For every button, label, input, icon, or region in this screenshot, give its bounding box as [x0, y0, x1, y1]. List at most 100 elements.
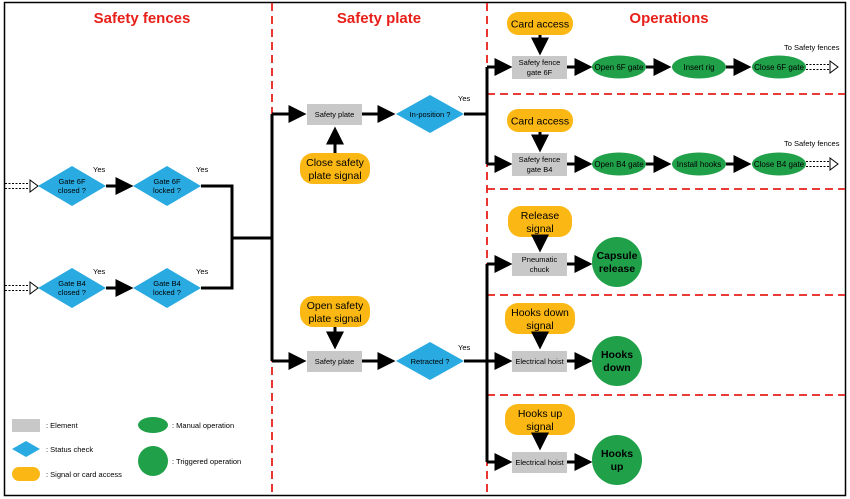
yes-label: Yes	[458, 343, 470, 352]
status-gateb4-locked: Gate B4 locked ?	[133, 268, 201, 308]
svg-text:locked ?: locked ?	[153, 186, 181, 195]
legend-element: : Element	[12, 419, 79, 432]
svg-text:: Signal or card access: : Signal or card access	[46, 470, 122, 479]
yes-label: Yes	[458, 94, 470, 103]
triggered-capsule-release: Capsule release	[592, 237, 642, 287]
svg-text:Close safety: Close safety	[306, 157, 365, 169]
signal-close-safety-plate: Close safety plate signal	[300, 153, 370, 184]
output-arrow-to-fences-b4	[806, 157, 839, 171]
status-gate6f-closed: Gate 6F closed ?	[38, 166, 106, 206]
svg-text:gate 6F: gate 6F	[527, 68, 553, 77]
manual-open-b4-gate: Open B4 gate	[592, 152, 646, 176]
element-electrical-hoist-down: Electrical hoist	[512, 351, 567, 372]
svg-text:In-position ?: In-position ?	[410, 110, 451, 119]
note-to-safety-fences: To Safety fences	[784, 139, 840, 148]
svg-text:signal: signal	[526, 421, 553, 433]
svg-text:Safety plate: Safety plate	[315, 357, 355, 366]
svg-text:chuck: chuck	[530, 265, 550, 274]
svg-text:Capsule: Capsule	[597, 250, 638, 262]
header-safety-plate: Safety plate	[337, 10, 421, 27]
manual-close-b4-gate: Close B4 gate	[752, 152, 806, 176]
header-safety-fences: Safety fences	[94, 10, 191, 27]
svg-text:Retracted ?: Retracted ?	[411, 357, 450, 366]
svg-text:plate signal: plate signal	[308, 170, 361, 182]
status-gate6f-locked: Gate 6F locked ?	[133, 166, 201, 206]
svg-text:Card access: Card access	[511, 19, 569, 31]
signal-card-access-b4: Card access	[507, 109, 573, 132]
svg-text:closed ?: closed ?	[58, 186, 86, 195]
svg-text:Hooks: Hooks	[601, 448, 633, 460]
svg-text:Gate 6F: Gate 6F	[153, 177, 181, 186]
header-operations: Operations	[629, 10, 708, 27]
legend-status-check: : Status check	[12, 441, 93, 457]
svg-text:Close 6F gate: Close 6F gate	[754, 63, 804, 72]
svg-text:plate signal: plate signal	[308, 313, 361, 325]
svg-text:Card access: Card access	[511, 116, 569, 128]
fence-input-arrow-6f	[5, 179, 39, 193]
yes-label: Yes	[93, 165, 105, 174]
svg-text:Release: Release	[521, 210, 560, 222]
svg-text:closed ?: closed ?	[58, 288, 86, 297]
svg-text:: Triggered operation: : Triggered operation	[172, 457, 241, 466]
fence-input-arrow-b4	[5, 281, 39, 295]
svg-text:gate B4: gate B4	[527, 165, 553, 174]
status-in-position: In-position ?	[396, 95, 464, 133]
signal-hooks-up: Hooks up signal	[505, 404, 575, 435]
svg-text:Safety plate: Safety plate	[315, 110, 355, 119]
manual-install-hooks: Install hooks	[672, 152, 726, 176]
svg-text:Hooks down: Hooks down	[511, 307, 569, 319]
status-retracted: Retracted ?	[396, 342, 464, 380]
svg-text:Open safety: Open safety	[307, 300, 364, 312]
svg-text:Safety fence: Safety fence	[519, 155, 561, 164]
svg-text:Open B4 gate: Open B4 gate	[594, 160, 644, 169]
svg-text:Insert rig: Insert rig	[683, 63, 714, 72]
svg-text:signal: signal	[526, 223, 553, 235]
element-safety-plate-upper: Safety plate	[307, 104, 362, 125]
signal-card-access-6f: Card access	[507, 12, 573, 35]
legend-signal: : Signal or card access	[12, 467, 122, 481]
note-to-safety-fences: To Safety fences	[784, 43, 840, 52]
svg-text:Hooks up: Hooks up	[518, 408, 563, 420]
svg-text:release: release	[599, 263, 635, 275]
svg-text:Gate B4: Gate B4	[153, 279, 181, 288]
yes-label: Yes	[196, 165, 208, 174]
svg-text:Pneumatic: Pneumatic	[522, 255, 558, 264]
svg-text:: Status check: : Status check	[46, 445, 93, 454]
element-safety-fence-gate-b4: Safety fence gate B4	[512, 153, 567, 176]
svg-text:up: up	[611, 461, 624, 473]
triggered-hooks-down: Hooks down	[592, 336, 642, 386]
status-gateb4-closed: Gate B4 closed ?	[38, 268, 106, 308]
manual-insert-rig: Insert rig	[672, 55, 726, 79]
signal-open-safety-plate: Open safety plate signal	[300, 296, 370, 327]
signal-release: Release signal	[508, 206, 572, 237]
output-arrow-to-fences-6f	[806, 60, 839, 74]
svg-text:Electrical hoist: Electrical hoist	[515, 357, 564, 366]
svg-text:: Element: : Element	[46, 421, 79, 430]
svg-text:Install hooks: Install hooks	[677, 160, 721, 169]
manual-close-6f-gate: Close 6F gate	[752, 55, 806, 79]
svg-text:signal: signal	[526, 320, 553, 332]
signal-hooks-down: Hooks down signal	[505, 303, 575, 334]
yes-label: Yes	[93, 267, 105, 276]
svg-text:Close B4 gate: Close B4 gate	[754, 160, 805, 169]
triggered-hooks-up: Hooks up	[592, 435, 642, 485]
element-electrical-hoist-up: Electrical hoist	[512, 452, 567, 473]
svg-text:down: down	[603, 362, 630, 374]
manual-open-6f-gate: Open 6F gate	[592, 55, 646, 79]
svg-text:Gate B4: Gate B4	[58, 279, 86, 288]
svg-text:Hooks: Hooks	[601, 349, 633, 361]
svg-text:locked ?: locked ?	[153, 288, 181, 297]
svg-text:Open 6F gate: Open 6F gate	[595, 63, 644, 72]
outer-frame	[3, 1, 847, 497]
svg-text:: Manual operation: : Manual operation	[172, 421, 234, 430]
element-pneumatic-chuck: Pneumatic chuck	[512, 253, 567, 276]
element-safety-fence-gate-6f: Safety fence gate 6F	[512, 56, 567, 79]
legend-triggered-operation: : Triggered operation	[138, 446, 241, 476]
legend-manual-operation: : Manual operation	[138, 417, 234, 433]
svg-text:Safety fence: Safety fence	[519, 58, 561, 67]
svg-text:Electrical hoist: Electrical hoist	[515, 458, 564, 467]
legend: : Element : Status check : Signal or car…	[12, 417, 241, 481]
svg-text:Gate 6F: Gate 6F	[58, 177, 86, 186]
